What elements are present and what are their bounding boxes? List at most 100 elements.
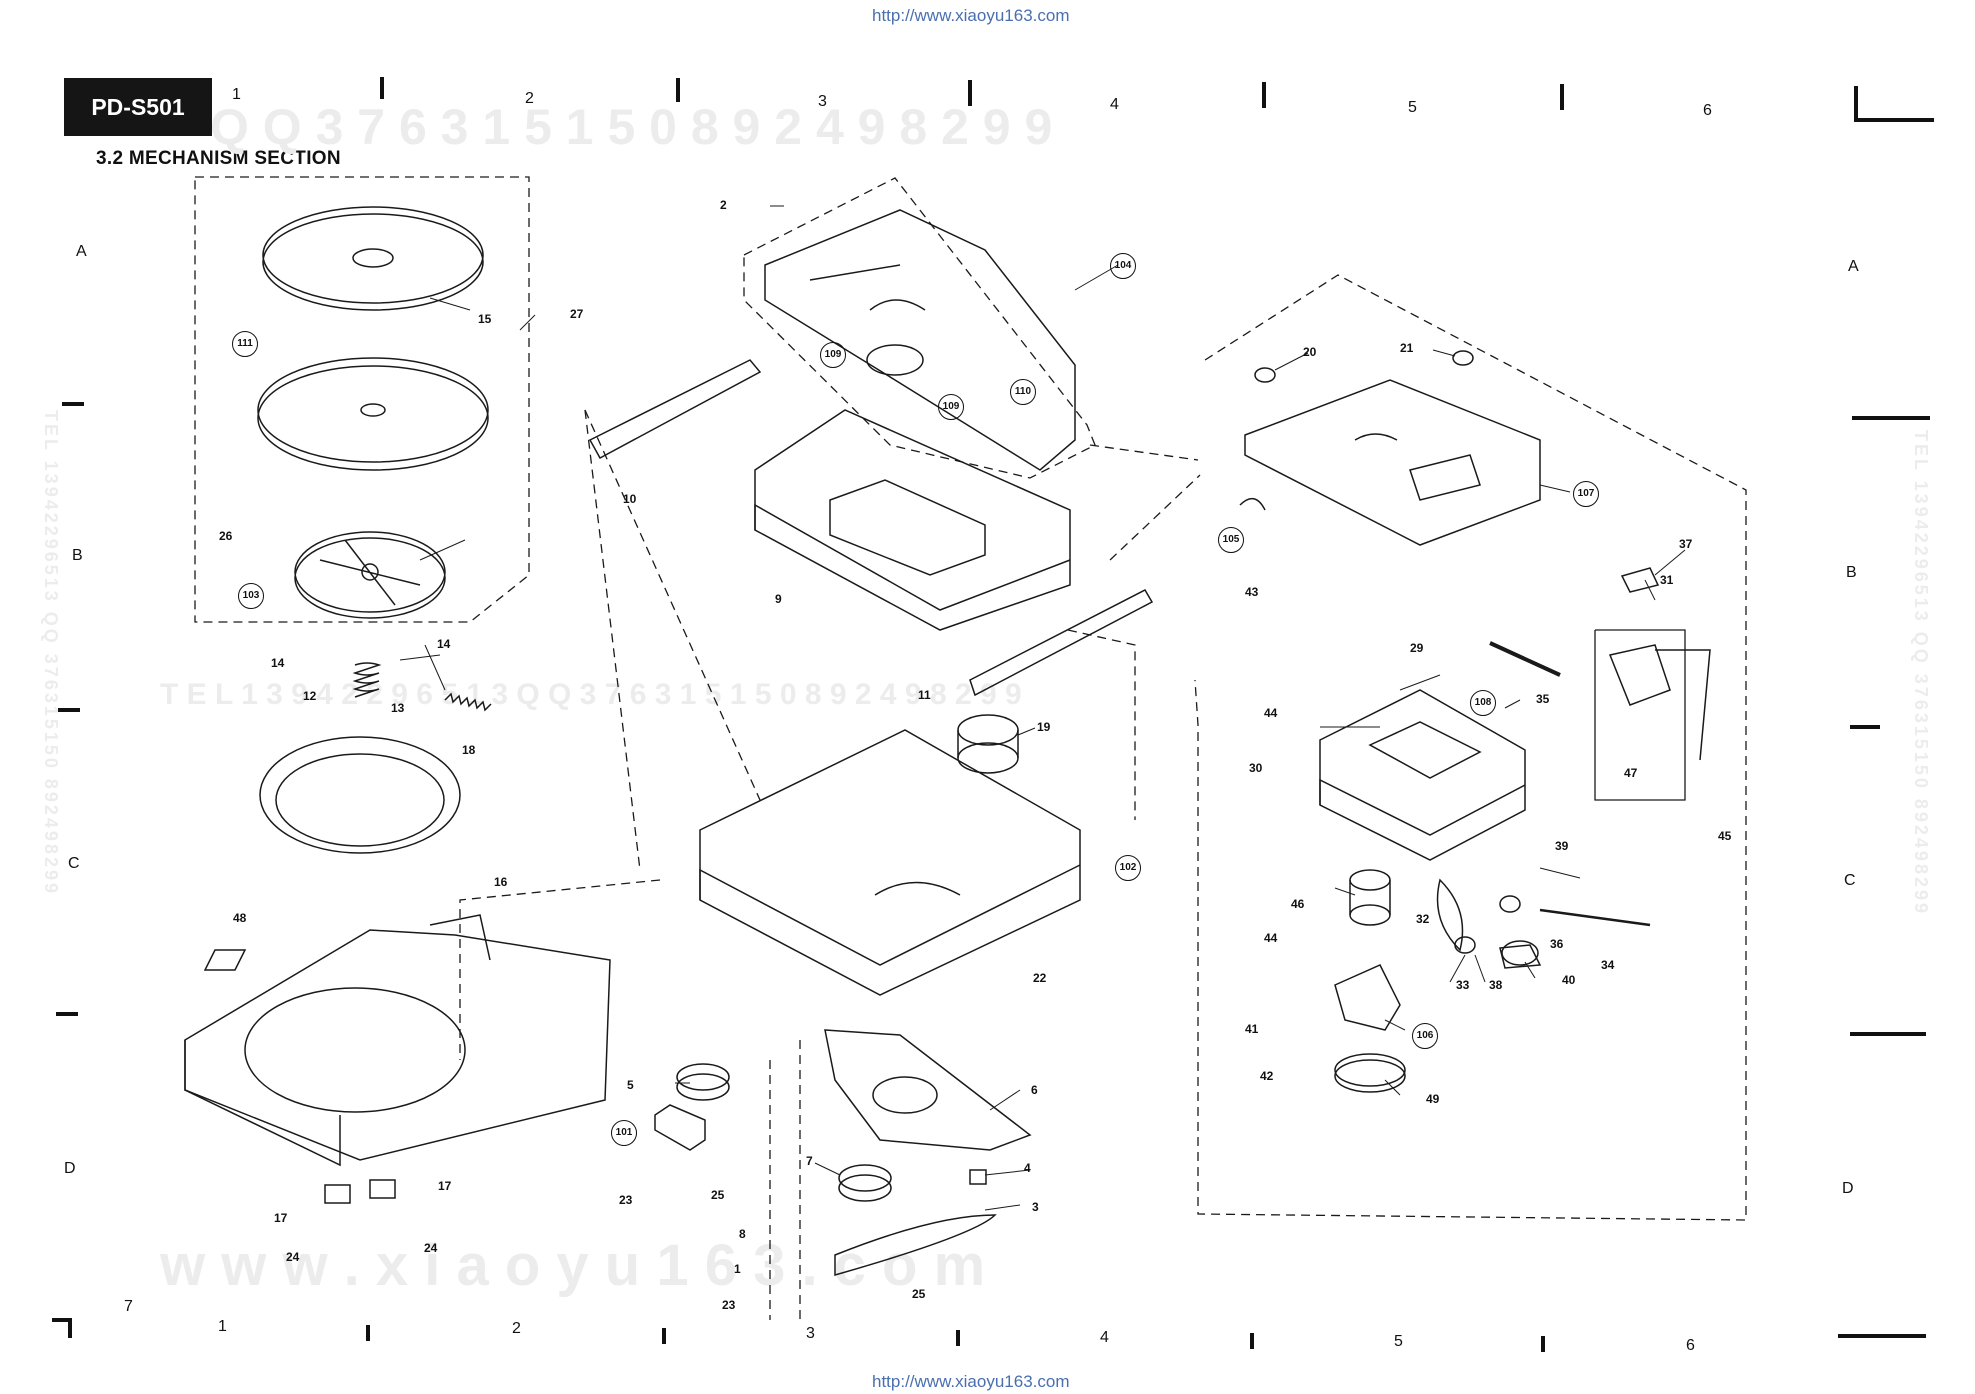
row-letter-left-D: D — [64, 1160, 76, 1177]
part-turntable-49 — [1334, 1053, 1406, 1093]
grid-tick — [56, 1012, 78, 1016]
part-label: 25 — [912, 1287, 926, 1301]
corner-bracket — [1838, 1334, 1926, 1338]
part-cam-slot — [872, 1076, 938, 1114]
part-label: 23 — [722, 1298, 736, 1312]
column-number-bottom-5: 5 — [1394, 1333, 1403, 1350]
part-label: 13 — [391, 701, 405, 715]
part-label: 40 — [1562, 973, 1576, 987]
grid-tick — [1541, 1336, 1545, 1352]
part-label: 5 — [627, 1078, 634, 1092]
part-bracket-106 — [1334, 964, 1401, 1031]
group-outline-clamper — [194, 176, 1747, 1320]
grid-tick — [1850, 725, 1880, 729]
column-number-top-1: 1 — [232, 86, 241, 103]
column-number-bottom-3: 3 — [806, 1325, 815, 1342]
grid-tick — [1850, 1032, 1926, 1036]
circled-part-label: 101 — [611, 1120, 637, 1146]
part-label: 33 — [1456, 978, 1470, 992]
part-label: 30 — [1249, 761, 1263, 775]
corner-bracket — [1854, 118, 1934, 122]
part-label: 2 — [720, 198, 727, 212]
part-sled-108 — [1319, 689, 1526, 861]
part-label: 41 — [1245, 1022, 1259, 1036]
grid-tick — [1262, 82, 1266, 108]
row-letter-left-B: B — [72, 547, 83, 564]
column-number-top-3: 3 — [818, 93, 827, 110]
part-label: 22 — [1033, 971, 1047, 985]
part-base-102 — [699, 729, 1081, 996]
grid-tick — [676, 78, 680, 102]
column-number-top-2: 2 — [525, 90, 534, 107]
part-shaft-35 — [1489, 641, 1561, 677]
part-ring-18 — [259, 736, 461, 854]
row-letter-right-B: B — [1846, 564, 1857, 581]
watermark-right-vertical: TEL 13942296513 QQ 376315150 892498299 — [1911, 430, 1931, 916]
part-cam-6 — [824, 1029, 1032, 1151]
part-label: 36 — [1550, 937, 1564, 951]
circled-part-label: 109 — [820, 342, 846, 368]
part-cover-104 — [764, 209, 1076, 471]
circled-part-label: 108 — [1470, 690, 1496, 716]
circled-part-label: 104 — [1110, 253, 1136, 279]
part-label: 15 — [478, 312, 492, 326]
circled-part-label: 110 — [1010, 379, 1036, 405]
column-number-bottom-6: 6 — [1686, 1337, 1695, 1354]
section-title: 3.2 MECHANISM SECTION — [96, 148, 341, 169]
part-label: 47 — [1624, 766, 1638, 780]
row-letter-left-C: C — [68, 855, 80, 872]
part-belt-3 — [834, 1214, 997, 1276]
part-bushing-4 — [969, 1169, 987, 1185]
corner-bracket — [1854, 86, 1858, 122]
part-label: 11 — [918, 688, 931, 702]
source-url-bottom: http://www.xiaoyu163.com — [872, 1372, 1070, 1391]
row-letter-right-C: C — [1844, 872, 1856, 889]
part-bracket-101 — [654, 1104, 706, 1151]
column-number-bottom-2: 2 — [512, 1320, 521, 1337]
part-bushing-20 — [1254, 367, 1276, 383]
part-plate-107 — [1244, 379, 1541, 546]
part-motor-46 — [1349, 869, 1391, 926]
part-label: 42 — [1260, 1069, 1274, 1083]
part-pulley-7 — [838, 1164, 892, 1202]
part-label: 39 — [1555, 839, 1569, 853]
leader-lines — [399, 205, 1686, 1211]
part-guide-11 — [969, 589, 1154, 697]
part-chassis-9 — [754, 409, 1071, 631]
part-belt-33 — [1436, 878, 1464, 952]
part-label: 18 — [462, 743, 476, 757]
part-label: 23 — [619, 1193, 633, 1207]
part-label: 19 — [1037, 720, 1051, 734]
part-foot-17 — [324, 1179, 396, 1204]
part-motor-40 — [1499, 940, 1542, 969]
part-label: 4 — [1024, 1161, 1031, 1175]
part-label: 32 — [1416, 912, 1430, 926]
part-label: 27 — [570, 307, 584, 321]
circled-part-label: 106 — [1412, 1023, 1438, 1049]
part-sheet-48 — [203, 949, 247, 971]
source-url-top: http://www.xiaoyu163.com — [872, 6, 1070, 25]
circled-part-label: 107 — [1573, 481, 1599, 507]
part-label: 1 — [734, 1262, 741, 1276]
part-label: 17 — [274, 1211, 288, 1225]
row-letter-right-A: A — [1848, 258, 1859, 275]
column-number-top-6: 6 — [1703, 102, 1712, 119]
part-label: 46 — [1291, 897, 1305, 911]
part-turntable-111 — [257, 357, 489, 471]
part-label: 45 — [1718, 829, 1732, 843]
circled-part-label: 111 — [232, 331, 258, 357]
part-tray-16 — [184, 914, 611, 1167]
grid-tick — [58, 708, 80, 712]
column-number-top-4: 4 — [1110, 96, 1119, 113]
part-label: 49 — [1426, 1092, 1440, 1106]
corner-bracket — [52, 1318, 70, 1322]
corner-bracket — [68, 1318, 72, 1338]
part-guide-10 — [588, 359, 762, 460]
circled-part-label: 103 — [238, 583, 264, 609]
part-label: 35 — [1536, 692, 1550, 706]
part-gear-38 — [1454, 936, 1476, 954]
watermark-tel-row: T E L 1 3 9 4 2 2 9 6 5 1 3 Q Q 3 7 6 3 … — [160, 678, 1022, 711]
part-part-37 — [1620, 567, 1660, 593]
grid-tick — [1560, 84, 1564, 110]
